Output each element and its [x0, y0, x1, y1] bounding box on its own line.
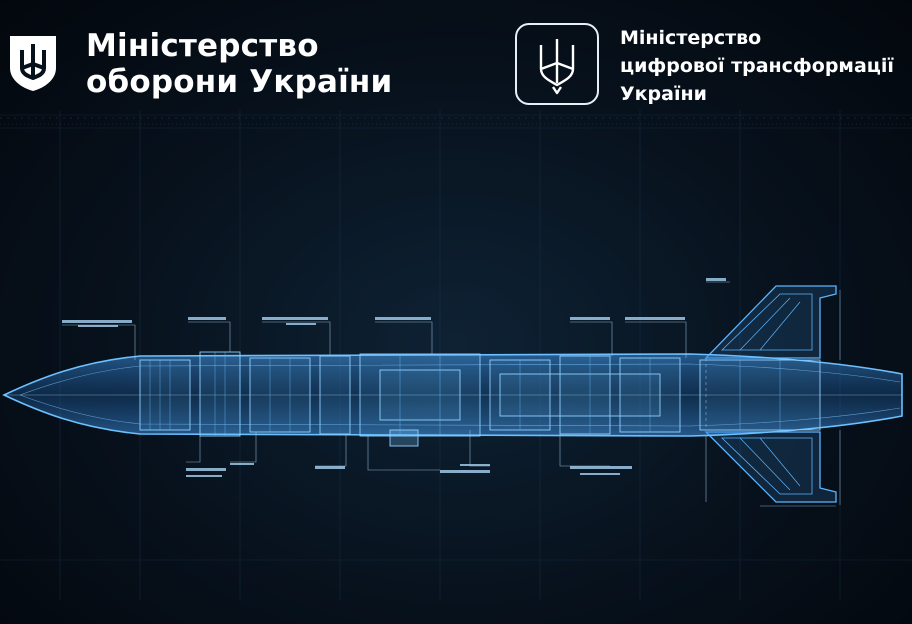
- missile-blueprint: [2, 278, 903, 507]
- annotation-labels-top: [62, 278, 726, 327]
- upper-tail-fin: [704, 285, 837, 359]
- lower-tail-fin: [704, 431, 837, 503]
- missile-body: [2, 353, 903, 437]
- annotation-labels-bottom: [186, 463, 632, 477]
- mdt-title-line-3: України: [620, 83, 707, 105]
- mdt-title-line-2: цифрової трансформації: [620, 55, 894, 77]
- trident-emblem-icon: [539, 39, 575, 95]
- mdt-logo-box: [515, 23, 599, 105]
- annotation-lines-top: [62, 281, 730, 360]
- internal-detail-lines: [149, 352, 781, 436]
- mod-title-line-1: Міністерство: [86, 28, 319, 64]
- ministry-digital-transformation-title: Міністерство цифрової трансформації Укра…: [620, 24, 894, 108]
- dimension-brackets: [705, 290, 841, 507]
- ministry-of-defence-title: Міністерство оборони України: [86, 28, 392, 100]
- shield-trident-icon: [10, 36, 56, 91]
- mod-title-line-2: оборони України: [86, 64, 393, 100]
- mdt-title-line-1: Міністерство: [620, 27, 762, 49]
